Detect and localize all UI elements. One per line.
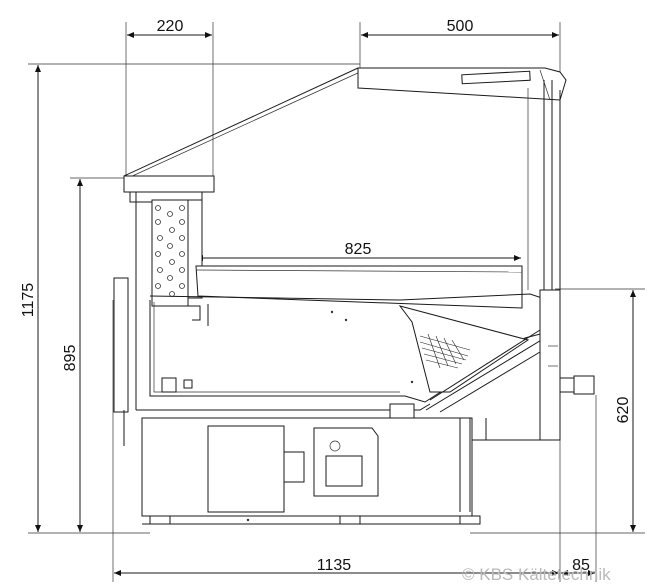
dimension-620: 620 — [470, 288, 645, 534]
dimension-895: 895 — [62, 177, 126, 532]
machine-compartment — [141, 417, 473, 517]
inner-tub — [149, 293, 549, 403]
foot-right — [459, 515, 481, 525]
dimension-500: 500 — [359, 18, 561, 72]
evaporator — [398, 305, 530, 393]
dimension-1135: 1135 — [112, 300, 561, 582]
dimension-620-label: 620 — [615, 397, 632, 424]
dimension-220-label: 220 — [157, 18, 184, 35]
display-shelf — [195, 265, 523, 309]
foot-middle — [339, 515, 361, 525]
dimension-220: 220 — [125, 18, 214, 176]
perforated-panel — [151, 199, 189, 307]
dimension-895-label: 895 — [62, 345, 79, 372]
foot-left — [149, 515, 171, 525]
front-glass — [123, 67, 359, 177]
dimension-825-label: 825 — [345, 241, 372, 258]
dimension-85-label: 85 — [572, 557, 590, 574]
display-case — [113, 67, 595, 525]
front-panel — [113, 277, 129, 413]
drain-valve — [389, 403, 415, 419]
dimension-1135-label: 1135 — [317, 557, 352, 574]
rear-connector — [559, 377, 575, 393]
dimension-1175: 1175 — [20, 63, 360, 534]
front-ledge — [123, 175, 215, 193]
dimension-825: 825 — [196, 241, 521, 261]
light-fixture — [461, 70, 531, 85]
dimension-85: 85 — [561, 395, 597, 582]
dimension-1175-label: 1175 — [20, 283, 37, 318]
dimension-500-label: 500 — [447, 18, 474, 35]
compressor-box — [207, 425, 285, 513]
watermark-text: © KBS Kältetechnik — [462, 565, 611, 584]
